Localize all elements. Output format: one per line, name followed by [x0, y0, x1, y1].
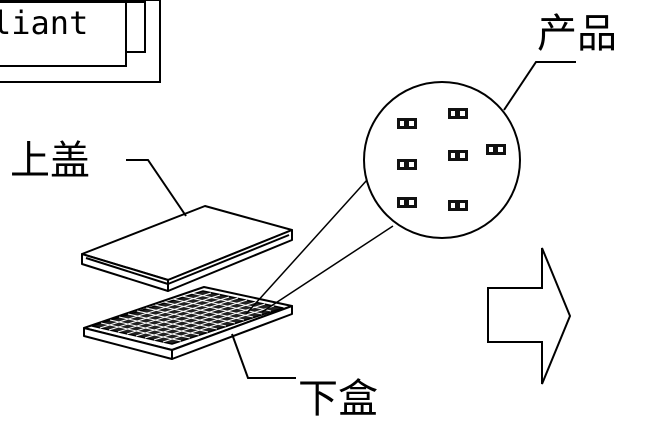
chip-icon — [448, 150, 468, 161]
product-chips — [397, 108, 506, 211]
lid-leader-line — [126, 159, 187, 217]
chip-icon — [448, 108, 468, 119]
chip-icon — [397, 118, 417, 129]
tray-drawing — [83, 286, 293, 360]
chip-icon — [486, 144, 506, 155]
magnifier-lines — [245, 179, 394, 315]
label-product: 产品 — [537, 11, 617, 57]
label-lid: 上盖 — [10, 138, 90, 184]
title-box-text: liant — [0, 4, 89, 42]
product-leader-line — [503, 61, 576, 111]
chip-icon — [397, 159, 417, 170]
tray-leader-line — [231, 333, 296, 379]
label-tray: 下盒 — [298, 376, 378, 422]
title-box-frame — [0, 0, 161, 83]
arrow-right-icon — [487, 247, 572, 385]
chip-icon — [448, 200, 468, 211]
chip-icon — [397, 197, 417, 208]
lid-drawing — [81, 205, 293, 292]
magnifier-circle — [363, 81, 521, 239]
tray-grid — [99, 292, 275, 343]
